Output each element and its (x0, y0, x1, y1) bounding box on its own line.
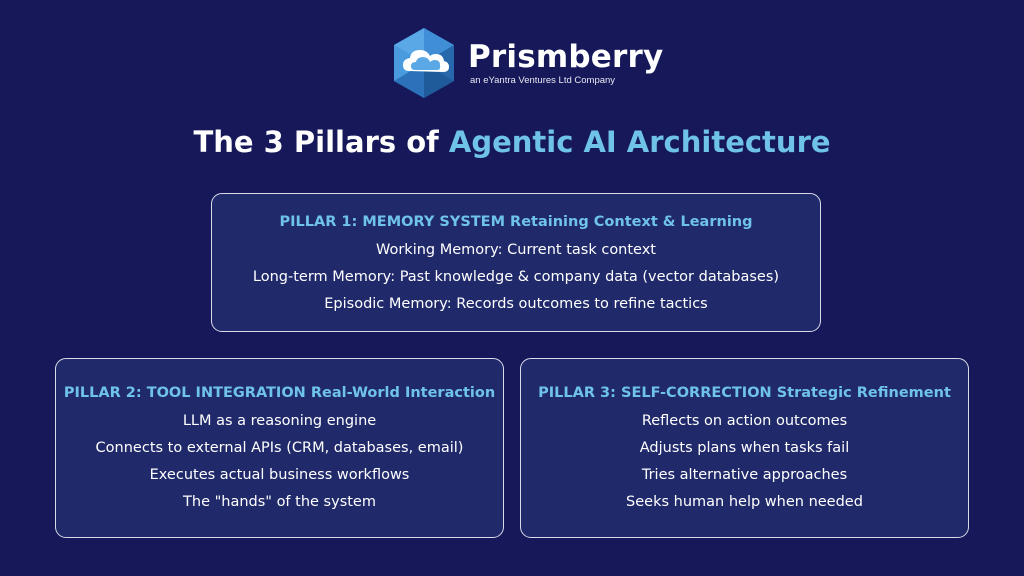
brand-logo: Prismberry an eYantra Ventures Ltd Compa… (392, 27, 663, 99)
cloud-hexagon-logo-icon (394, 28, 454, 98)
pillar-item: Adjusts plans when tasks fail (639, 440, 850, 456)
brand-name: Prismberry (468, 39, 664, 75)
pillar-item: Tries alternative approaches (641, 467, 848, 483)
page-title: The 3 Pillars of Agentic AI Architecture (0, 124, 1024, 160)
pillar-heading: PILLAR 3: SELF-CORRECTION Strategic Refi… (538, 385, 951, 401)
pillar-item: Episodic Memory: Records outcomes to ref… (324, 296, 708, 312)
pillar-item: Reflects on action outcomes (641, 413, 848, 429)
title-prefix: The 3 Pillars of (193, 125, 449, 159)
pillar-item: Connects to external APIs (CRM, database… (95, 440, 464, 456)
pillar-card-memory: PILLAR 1: MEMORY SYSTEM Retaining Contex… (211, 193, 821, 332)
pillar-item: Executes actual business workflows (149, 467, 410, 483)
pillar-item: The "hands" of the system (183, 494, 376, 510)
pillar-item: Seeks human help when needed (626, 494, 863, 510)
pillar-heading: PILLAR 1: MEMORY SYSTEM Retaining Contex… (279, 214, 753, 230)
pillar-card-self-correction: PILLAR 3: SELF-CORRECTION Strategic Refi… (520, 358, 969, 538)
pillar-item: Long-term Memory: Past knowledge & compa… (252, 269, 780, 285)
brand-tagline: an eYantra Ventures Ltd Company (470, 75, 616, 86)
pillar-item: LLM as a reasoning engine (182, 413, 377, 429)
pillar-heading: PILLAR 2: TOOL INTEGRATION Real-World In… (63, 385, 496, 401)
pillar-item: Working Memory: Current task context (375, 242, 656, 258)
title-accent: Agentic AI Architecture (448, 125, 831, 159)
pillar-card-tool-integration: PILLAR 2: TOOL INTEGRATION Real-World In… (55, 358, 504, 538)
